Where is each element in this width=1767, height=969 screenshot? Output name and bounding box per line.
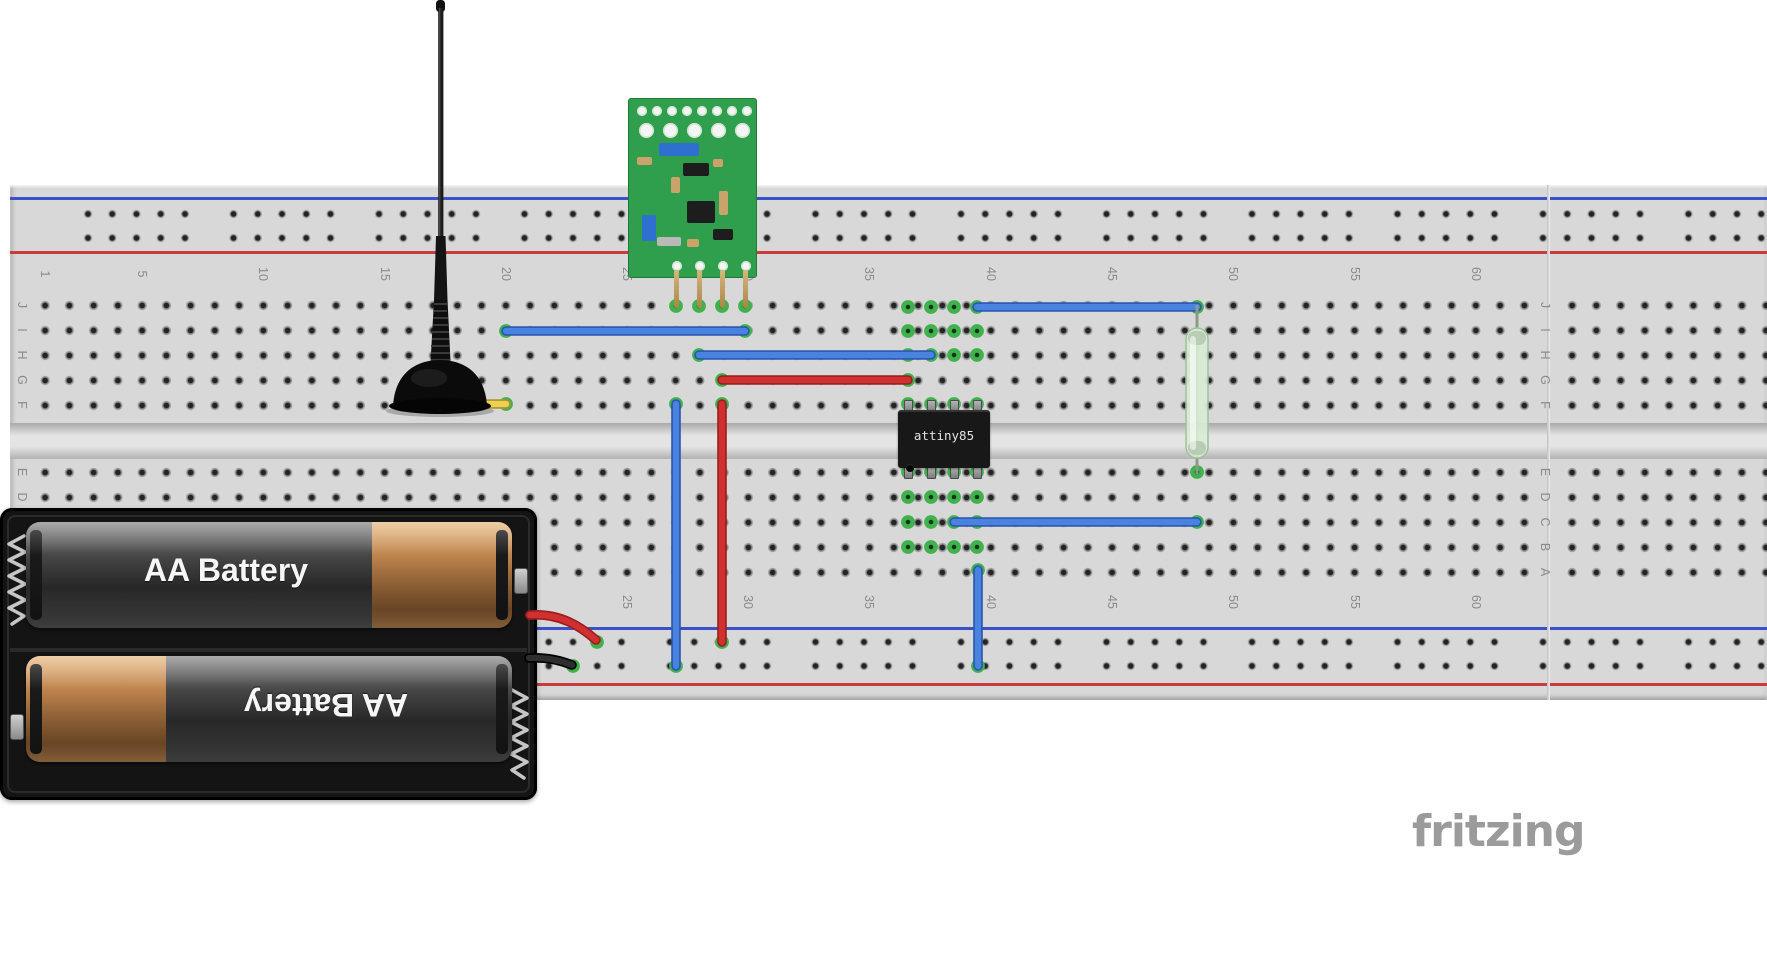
fritzing-logo: fritzing [1412,806,1585,857]
reed-switch[interactable] [1183,300,1213,480]
battery-aa-bottom[interactable]: AA Battery [26,656,512,762]
holder-divider [10,648,527,652]
capacitor [659,143,699,156]
battery-end-cap [496,530,508,620]
top-positive-rail-line [10,251,1767,254]
contact-plate [514,568,528,594]
battery-end-cap [30,530,42,620]
bottom-negative-rail-line [10,627,1767,630]
chip-label: attiny85 [913,428,975,443]
antenna-base [393,360,487,406]
ic-chip [687,201,715,223]
battery-copper-band [372,522,512,628]
jumper-wires [458,302,1202,671]
battery-highlight [26,656,512,762]
battery-holder[interactable]: AA Battery AA Battery [0,508,537,800]
attiny85-chip[interactable]: attiny85 [898,400,990,480]
lower-hole-grid-right [1560,459,1767,585]
module-pin [673,270,679,308]
chip-body: attiny85 [898,410,990,472]
battery-label: AA Battery [143,552,309,588]
antenna[interactable] [385,0,505,420]
spring-contact [7,534,27,626]
module-pin [696,270,702,308]
battery-body [26,522,372,628]
rf-module-pcb [628,98,757,278]
bottom-positive-rail-line [10,683,1767,686]
battery-aa-top[interactable]: AA Battery [26,522,512,628]
upper-hole-grid-right [1560,292,1767,418]
spring-contact [509,688,529,780]
battery-body [166,656,512,762]
top-negative-rail-line [10,197,1767,200]
module-pin [742,270,748,308]
top-power-rail-holes [76,202,1767,250]
pin1-marker [906,464,914,472]
center-groove [10,423,1767,459]
battery-highlight [26,522,512,628]
antenna-rod [438,8,444,238]
battery-end-cap [30,664,42,754]
battery-end-cap [496,664,508,754]
board-seam [1547,185,1550,700]
battery-copper-band [26,656,166,762]
module-pin [719,270,725,308]
rf-transmitter-module[interactable] [628,98,757,310]
contact-plate [10,714,24,740]
